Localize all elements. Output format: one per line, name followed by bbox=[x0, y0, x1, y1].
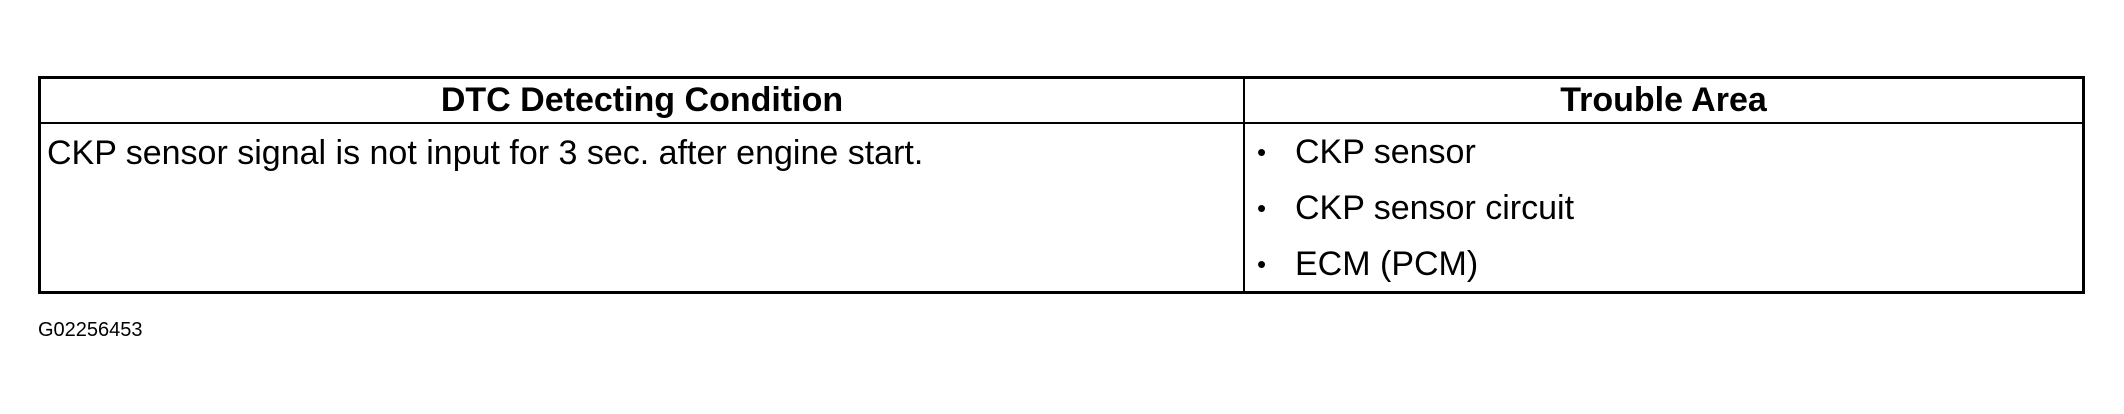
trouble-area-label: ECM (PCM) bbox=[1295, 245, 1479, 283]
trouble-area-item: • ECM (PCM) bbox=[1245, 236, 2082, 292]
trouble-area-item: • CKP sensor bbox=[1245, 124, 2082, 180]
bullet-icon: • bbox=[1257, 137, 1267, 167]
header-trouble-area: Trouble Area bbox=[1560, 81, 1767, 119]
trouble-area-item: • CKP sensor circuit bbox=[1245, 180, 2082, 236]
condition-cell: CKP sensor signal is not input for 3 sec… bbox=[47, 134, 924, 172]
bullet-icon: • bbox=[1257, 193, 1267, 223]
header-dtc-detecting-condition: DTC Detecting Condition bbox=[440, 81, 844, 119]
trouble-area-label: CKP sensor circuit bbox=[1295, 189, 1575, 227]
table-header-row: DTC Detecting Condition Trouble Area bbox=[41, 79, 2082, 124]
dtc-table: DTC Detecting Condition Trouble Area CKP… bbox=[38, 76, 2085, 294]
bullet-icon: • bbox=[1257, 249, 1267, 279]
trouble-area-list: • CKP sensor • CKP sensor circuit • ECM … bbox=[1245, 124, 2082, 292]
figure-code: G02256453 bbox=[38, 319, 143, 341]
trouble-area-label: CKP sensor bbox=[1295, 133, 1476, 171]
column-divider bbox=[1243, 79, 1245, 291]
